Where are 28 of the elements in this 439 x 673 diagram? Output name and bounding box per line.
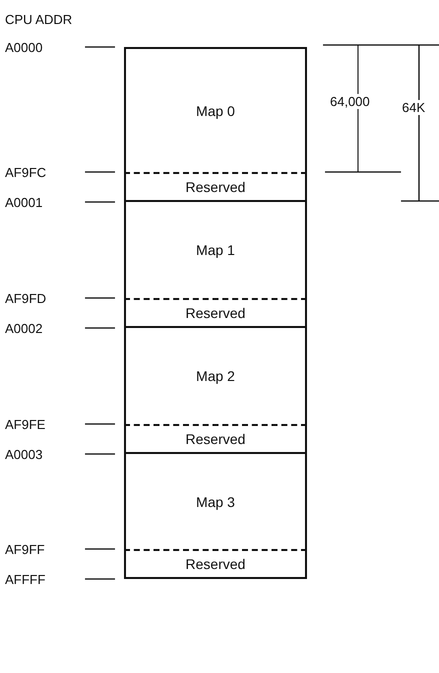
dimension-label: 64,000: [330, 94, 370, 109]
region-label: Reserved: [186, 305, 246, 321]
address-label: A0001: [5, 195, 43, 210]
dimension-label: 64K: [402, 100, 426, 115]
region-label: Map 2: [196, 368, 235, 384]
region-label: Map 0: [196, 102, 235, 118]
region-label: Reserved: [186, 179, 246, 195]
reserved-region: [124, 172, 307, 202]
address-label: AF9FE: [5, 417, 46, 432]
reserved-region: [124, 298, 307, 328]
address-label: A0002: [5, 321, 43, 336]
address-label: AFFFF: [5, 572, 46, 587]
address-label: A0003: [5, 447, 43, 462]
region-label: Map 3: [196, 494, 235, 510]
address-label: A0000: [5, 40, 43, 55]
reserved-region: [124, 424, 307, 454]
memory-map-region: [124, 202, 307, 298]
axis-heading: CPU ADDR: [5, 12, 72, 27]
region-label: Reserved: [186, 556, 246, 572]
region-label: Map 1: [196, 242, 235, 258]
region-label: Reserved: [186, 431, 246, 447]
address-label: AF9FF: [5, 542, 45, 557]
memory-map-region: [124, 328, 307, 424]
address-label: AF9FC: [5, 165, 46, 180]
memory-map-region: [124, 47, 307, 172]
reserved-region: [124, 549, 307, 579]
address-label: AF9FD: [5, 291, 46, 306]
memory-map-region: [124, 454, 307, 549]
